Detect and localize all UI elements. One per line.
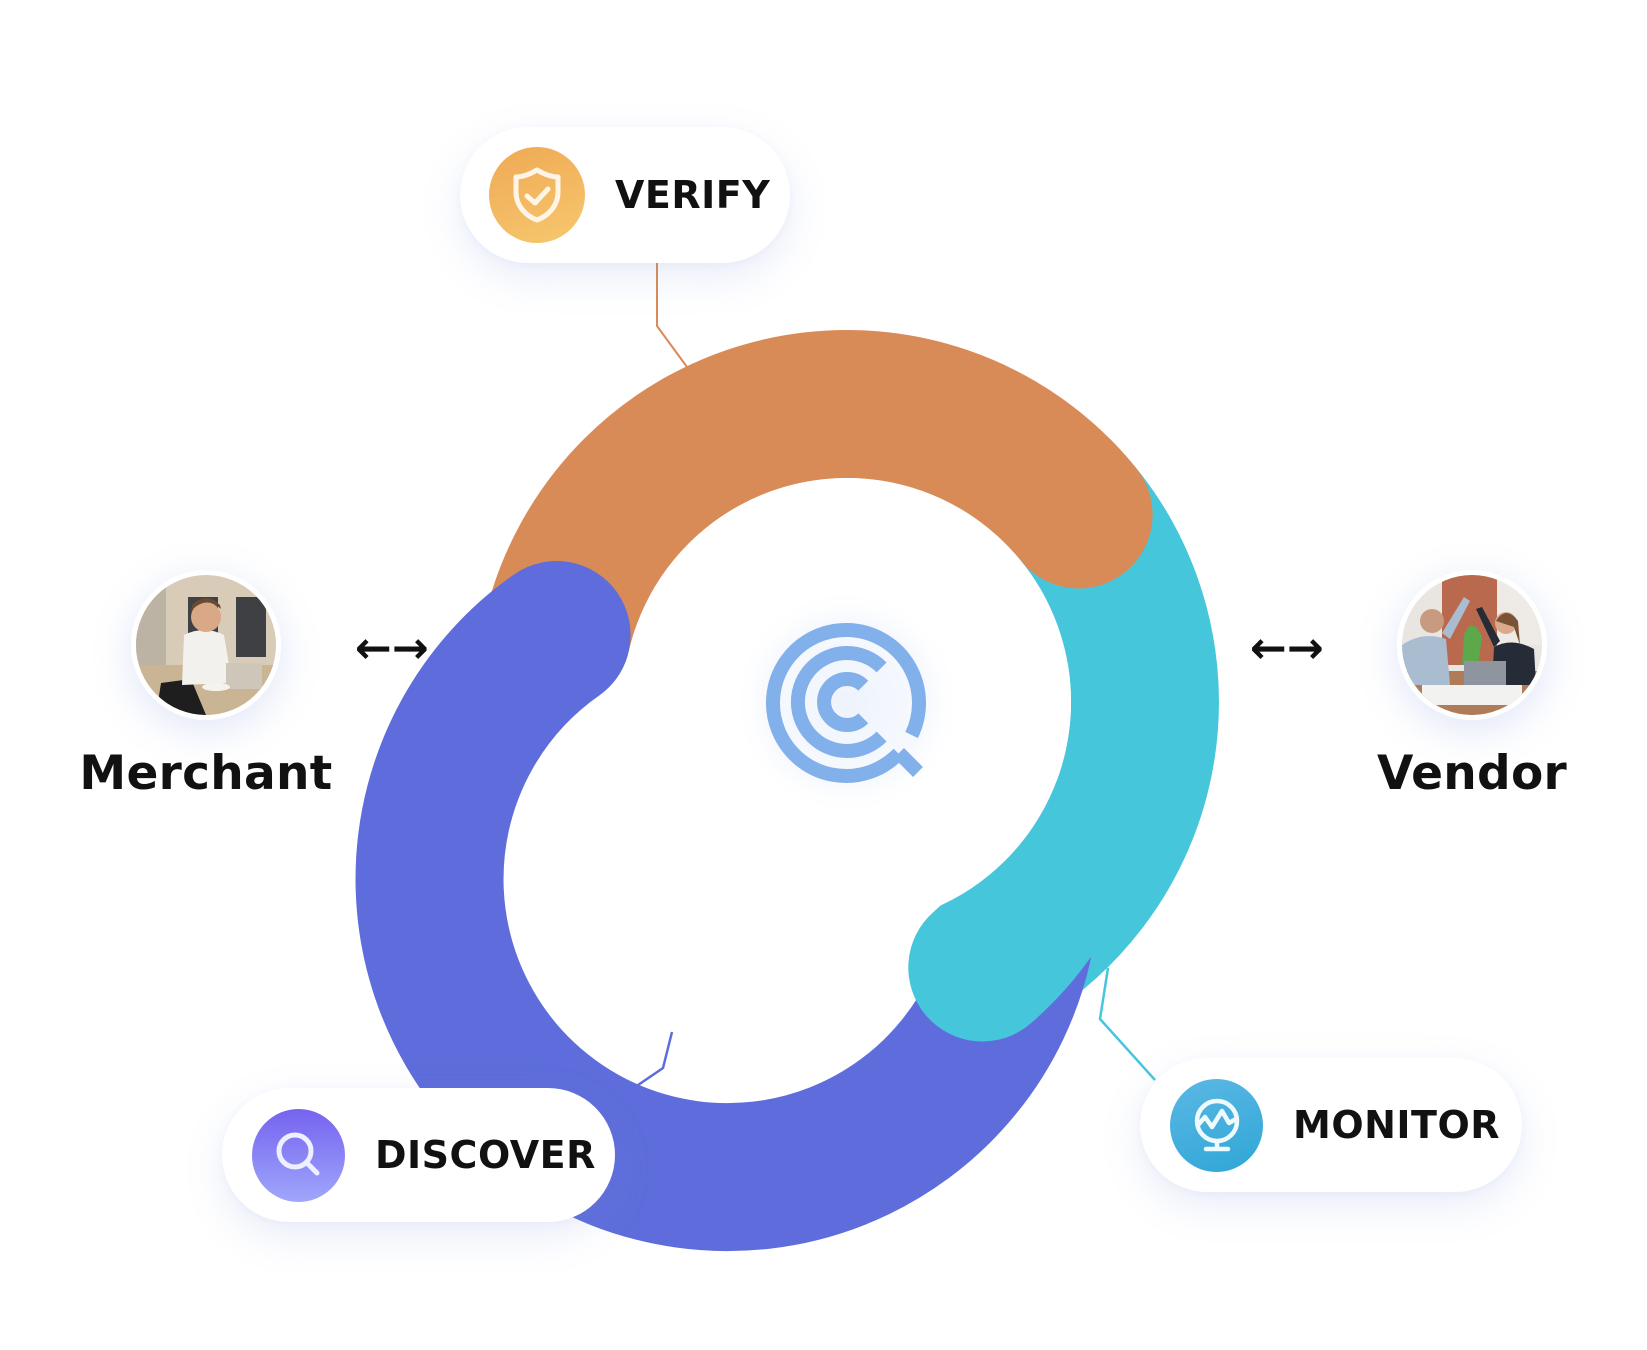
monitor-icon-badge xyxy=(1170,1078,1263,1172)
discover-step-card: DISCOVER xyxy=(222,1088,615,1222)
verify-label: VERIFY xyxy=(615,173,771,217)
verify-icon-badge xyxy=(489,147,585,243)
monitor-pulse-icon xyxy=(1194,1098,1239,1152)
merchant-label: Merchant xyxy=(79,746,333,801)
merchant-connector-arrow-icon: ←→ xyxy=(355,623,429,674)
monitor-ring-cap xyxy=(908,826,1114,1042)
vendor-label: Vendor xyxy=(1376,746,1568,801)
merchant-avatar xyxy=(131,570,281,720)
merchant-photo xyxy=(136,575,276,715)
vendor-connector-arrow-icon: ←→ xyxy=(1250,623,1324,674)
monitor-step-card: MONITOR xyxy=(1140,1058,1522,1192)
search-c-logo-icon xyxy=(732,587,962,817)
verify-ring-segment xyxy=(482,330,1153,709)
shield-check-icon xyxy=(513,167,561,223)
vendor-party: Vendor xyxy=(1342,570,1602,801)
vendor-photo xyxy=(1402,575,1542,715)
search-icon xyxy=(276,1132,319,1176)
monitor-connector-line xyxy=(1098,967,1156,1081)
monitor-label: MONITOR xyxy=(1293,1103,1501,1147)
discover-icon-badge xyxy=(252,1108,345,1202)
verify-connector-line xyxy=(656,263,688,368)
monitor-ring-overlay xyxy=(997,777,1182,962)
verify-step-card: VERIFY xyxy=(460,127,790,263)
merchant-party: Merchant xyxy=(76,570,336,801)
discover-label: DISCOVER xyxy=(375,1133,596,1177)
vendor-avatar xyxy=(1397,570,1547,720)
